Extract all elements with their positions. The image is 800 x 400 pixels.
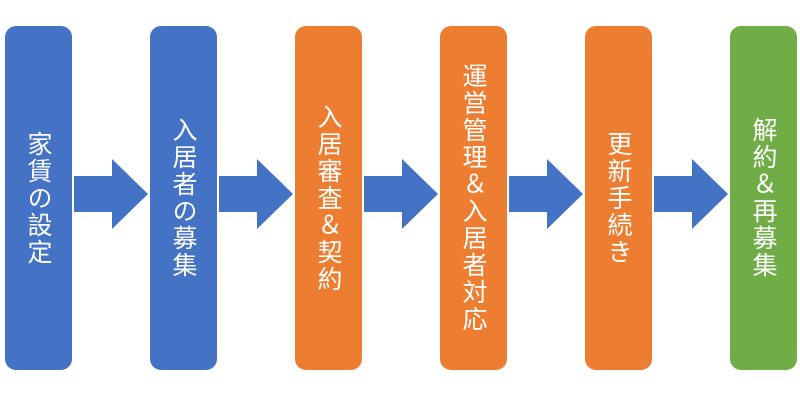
right-arrow-icon (74, 159, 148, 229)
step-management-tenant-support: 運営管理＆入居者対応 (440, 26, 507, 370)
step-tenant-recruitment: 入居者の募集 (150, 26, 217, 370)
right-arrow-icon (509, 159, 583, 229)
step-label: 家賃の設定 (24, 130, 53, 266)
step-label: 運営管理＆入居者対応 (459, 63, 488, 333)
right-arrow-icon (364, 159, 438, 229)
right-arrow-icon (219, 159, 293, 229)
step-label: 解約＆再募集 (749, 117, 778, 279)
step-label: 更新手続き (604, 130, 633, 266)
step-cancellation-rerecruitment: 解約＆再募集 (730, 26, 797, 370)
step-rent-setting: 家賃の設定 (5, 26, 72, 370)
step-screening-contract: 入居審査＆契約 (295, 26, 362, 370)
step-label: 入居者の募集 (169, 117, 198, 279)
step-renewal-procedure: 更新手続き (585, 26, 652, 370)
right-arrow-icon (654, 159, 728, 229)
step-label: 入居審査＆契約 (314, 103, 343, 293)
